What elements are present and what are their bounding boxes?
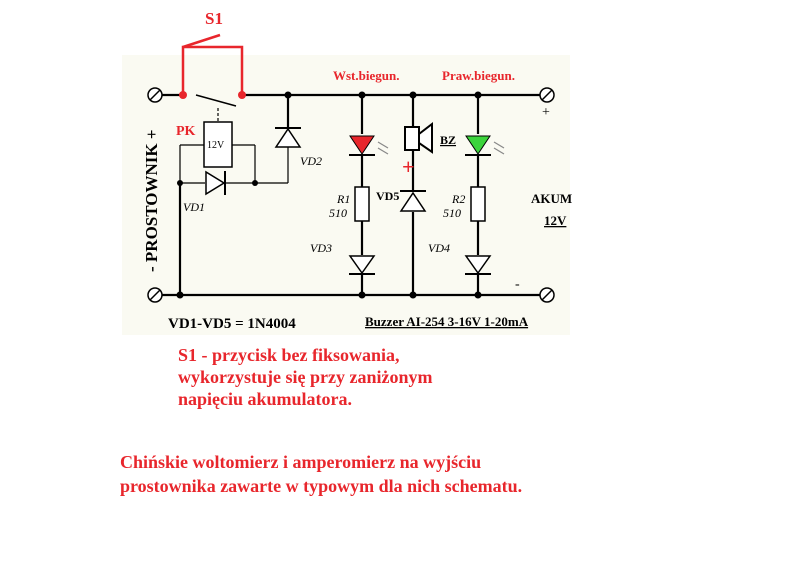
s1-note-line-3: napięciu akumulatora.	[178, 389, 353, 409]
label-diodes-type: VD1-VD5 = 1N4004	[168, 316, 296, 332]
diode-vd3	[348, 255, 376, 275]
diode-vd2	[274, 127, 302, 148]
label-buzzer-type: Buzzer AI-254 3-16V 1-20mA	[365, 314, 529, 329]
label-out-minus: -	[515, 277, 520, 292]
resistor-r2	[470, 186, 486, 222]
label-wst-biegun: Wst.biegun.	[333, 68, 399, 83]
meter-note: Chińskie woltomierz i amperomierz na wyj…	[120, 450, 522, 498]
s1-note-line-1: S1 - przycisk bez fiksowania,	[178, 345, 400, 365]
label-out-plus: +	[542, 105, 550, 120]
s1-note-line-2: wykorzystuje się przy zaniżonym	[178, 367, 433, 387]
label-akum-voltage: 12V	[544, 213, 567, 228]
resistor-r1	[354, 186, 370, 222]
schematic-background	[122, 55, 570, 335]
buzzer-bz	[404, 121, 433, 154]
label-akum: AKUM	[531, 191, 572, 206]
meter-note-line-1: Chińskie woltomierz i amperomierz na wyj…	[120, 452, 482, 472]
label-vd2: VD2	[300, 154, 322, 168]
junctions	[176, 91, 482, 299]
label-bz: BZ	[440, 133, 456, 147]
terminals	[147, 87, 555, 303]
label-vd1: VD1	[183, 200, 205, 214]
label-bz-plus: +	[402, 154, 415, 179]
label-relay-voltage: 12V	[207, 140, 225, 151]
diode-vd1	[205, 170, 226, 196]
led-red	[349, 135, 389, 156]
switch-s1	[179, 33, 246, 107]
meter-note-line-2: prostownika zawarte w typowym dla nich s…	[120, 476, 523, 496]
label-vd3: VD3	[310, 241, 332, 255]
label-s1: S1	[205, 9, 223, 28]
label-prostownik: - PROSTOWNIK +	[142, 129, 161, 272]
label-r2: R2	[451, 192, 465, 206]
label-r1: R1	[336, 192, 350, 206]
label-pk: PK	[176, 124, 196, 139]
led-green	[465, 135, 505, 156]
label-vd5: VD5	[376, 189, 399, 203]
relay-coil-pk	[203, 121, 233, 168]
label-r2-value: 510	[443, 206, 461, 220]
s1-note: S1 - przycisk bez fiksowania, wykorzystu…	[178, 344, 432, 410]
diode-vd4	[464, 255, 492, 275]
label-vd4: VD4	[428, 241, 450, 255]
label-r1-value: 510	[329, 206, 347, 220]
label-praw-biegun: Praw.biegun.	[442, 68, 515, 83]
diode-vd5	[399, 190, 427, 212]
